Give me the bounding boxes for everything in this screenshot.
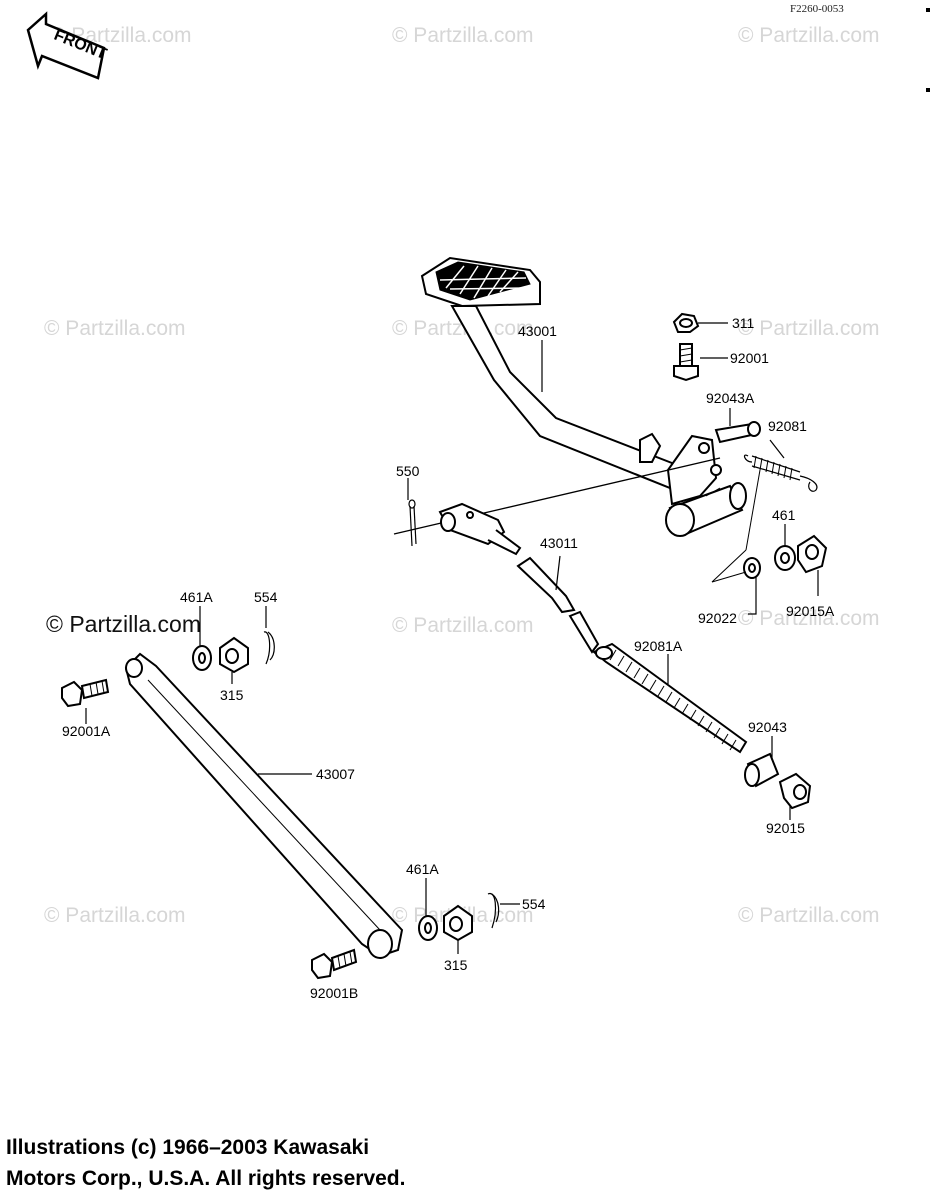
brake-pedal	[420, 256, 747, 537]
part-label: 43007	[316, 766, 355, 782]
nut-92015A	[797, 534, 828, 596]
washer-461	[774, 524, 796, 571]
watermark: © Partzilla.com	[392, 614, 534, 637]
rod-43011	[438, 502, 600, 654]
copyright-line-2: Motors Corp., U.S.A. All rights reserved…	[6, 1167, 406, 1190]
joint-92043	[744, 736, 780, 788]
pin-92043A	[714, 408, 761, 444]
watermark: © Partzilla.com	[738, 24, 880, 47]
cotter-pin-550	[407, 478, 417, 547]
figure-code: F2260-0053	[790, 3, 844, 15]
watermark: © Partzilla.com	[44, 904, 186, 927]
watermark: © Partzilla.com	[46, 611, 201, 637]
washer-461A-upper	[192, 606, 212, 671]
watermark: © Partzilla.com	[392, 24, 534, 47]
copyright-footer: Illustrations (c) 1966–2003 Kawasaki Mot…	[6, 1132, 405, 1194]
part-label: 92015	[766, 820, 805, 836]
part-label: 554	[254, 589, 278, 605]
part-label: 554	[522, 896, 546, 912]
spring-92081	[743, 439, 818, 492]
guide-line	[705, 487, 721, 497]
link-43007	[124, 652, 404, 959]
watermark: © Partzilla.com	[44, 317, 186, 340]
assembly-guide	[711, 469, 761, 583]
watermarks: © Partzilla.com © Partzilla.com © Partzi…	[44, 24, 880, 927]
clip-554-upper	[263, 606, 275, 665]
part-label: 92043A	[706, 390, 755, 406]
part-label: 92081	[768, 418, 807, 434]
part-label: 92043	[748, 719, 787, 735]
part-label: 311	[732, 315, 755, 331]
part-label: 461A	[180, 589, 213, 605]
washer-92022	[743, 557, 761, 615]
watermark: © Partzilla.com	[738, 317, 880, 340]
watermark: © Partzilla.com	[738, 607, 880, 630]
thread-92081A	[592, 642, 748, 754]
part-label: 43001	[518, 323, 557, 339]
nut-315-upper	[219, 636, 249, 684]
bolt-92001B	[311, 948, 358, 980]
part-label: 92081A	[634, 638, 683, 654]
nut-92015	[778, 772, 812, 820]
nut-311	[672, 312, 728, 333]
washer-461A-lower	[418, 878, 438, 941]
part-label: 92001A	[62, 723, 111, 739]
part-label: 92001	[730, 350, 769, 366]
copyright-line-1: Illustrations (c) 1966–2003 Kawasaki	[6, 1136, 370, 1159]
part-label: 43011	[540, 535, 578, 551]
bolt-92001A	[61, 678, 110, 724]
part-label: 92015A	[786, 603, 835, 619]
bolt-92001	[673, 343, 728, 382]
part-label: 550	[396, 463, 420, 479]
part-labels: 311 92001 92043A 92081 43001 550 43011 4…	[62, 315, 835, 1001]
nut-315-lower	[443, 904, 473, 954]
part-label: 461A	[406, 861, 439, 877]
part-label: 315	[220, 687, 244, 703]
part-label: 461	[772, 507, 796, 523]
part-label: 92022	[698, 610, 737, 626]
part-label: 315	[444, 957, 468, 973]
clip-554-lower	[487, 892, 520, 929]
part-label: 92001B	[310, 985, 358, 1001]
watermark: © Partzilla.com	[738, 904, 880, 927]
watermark: © Partzilla.com	[392, 317, 534, 340]
corner-mark	[926, 8, 930, 12]
corner-mark	[926, 88, 930, 92]
